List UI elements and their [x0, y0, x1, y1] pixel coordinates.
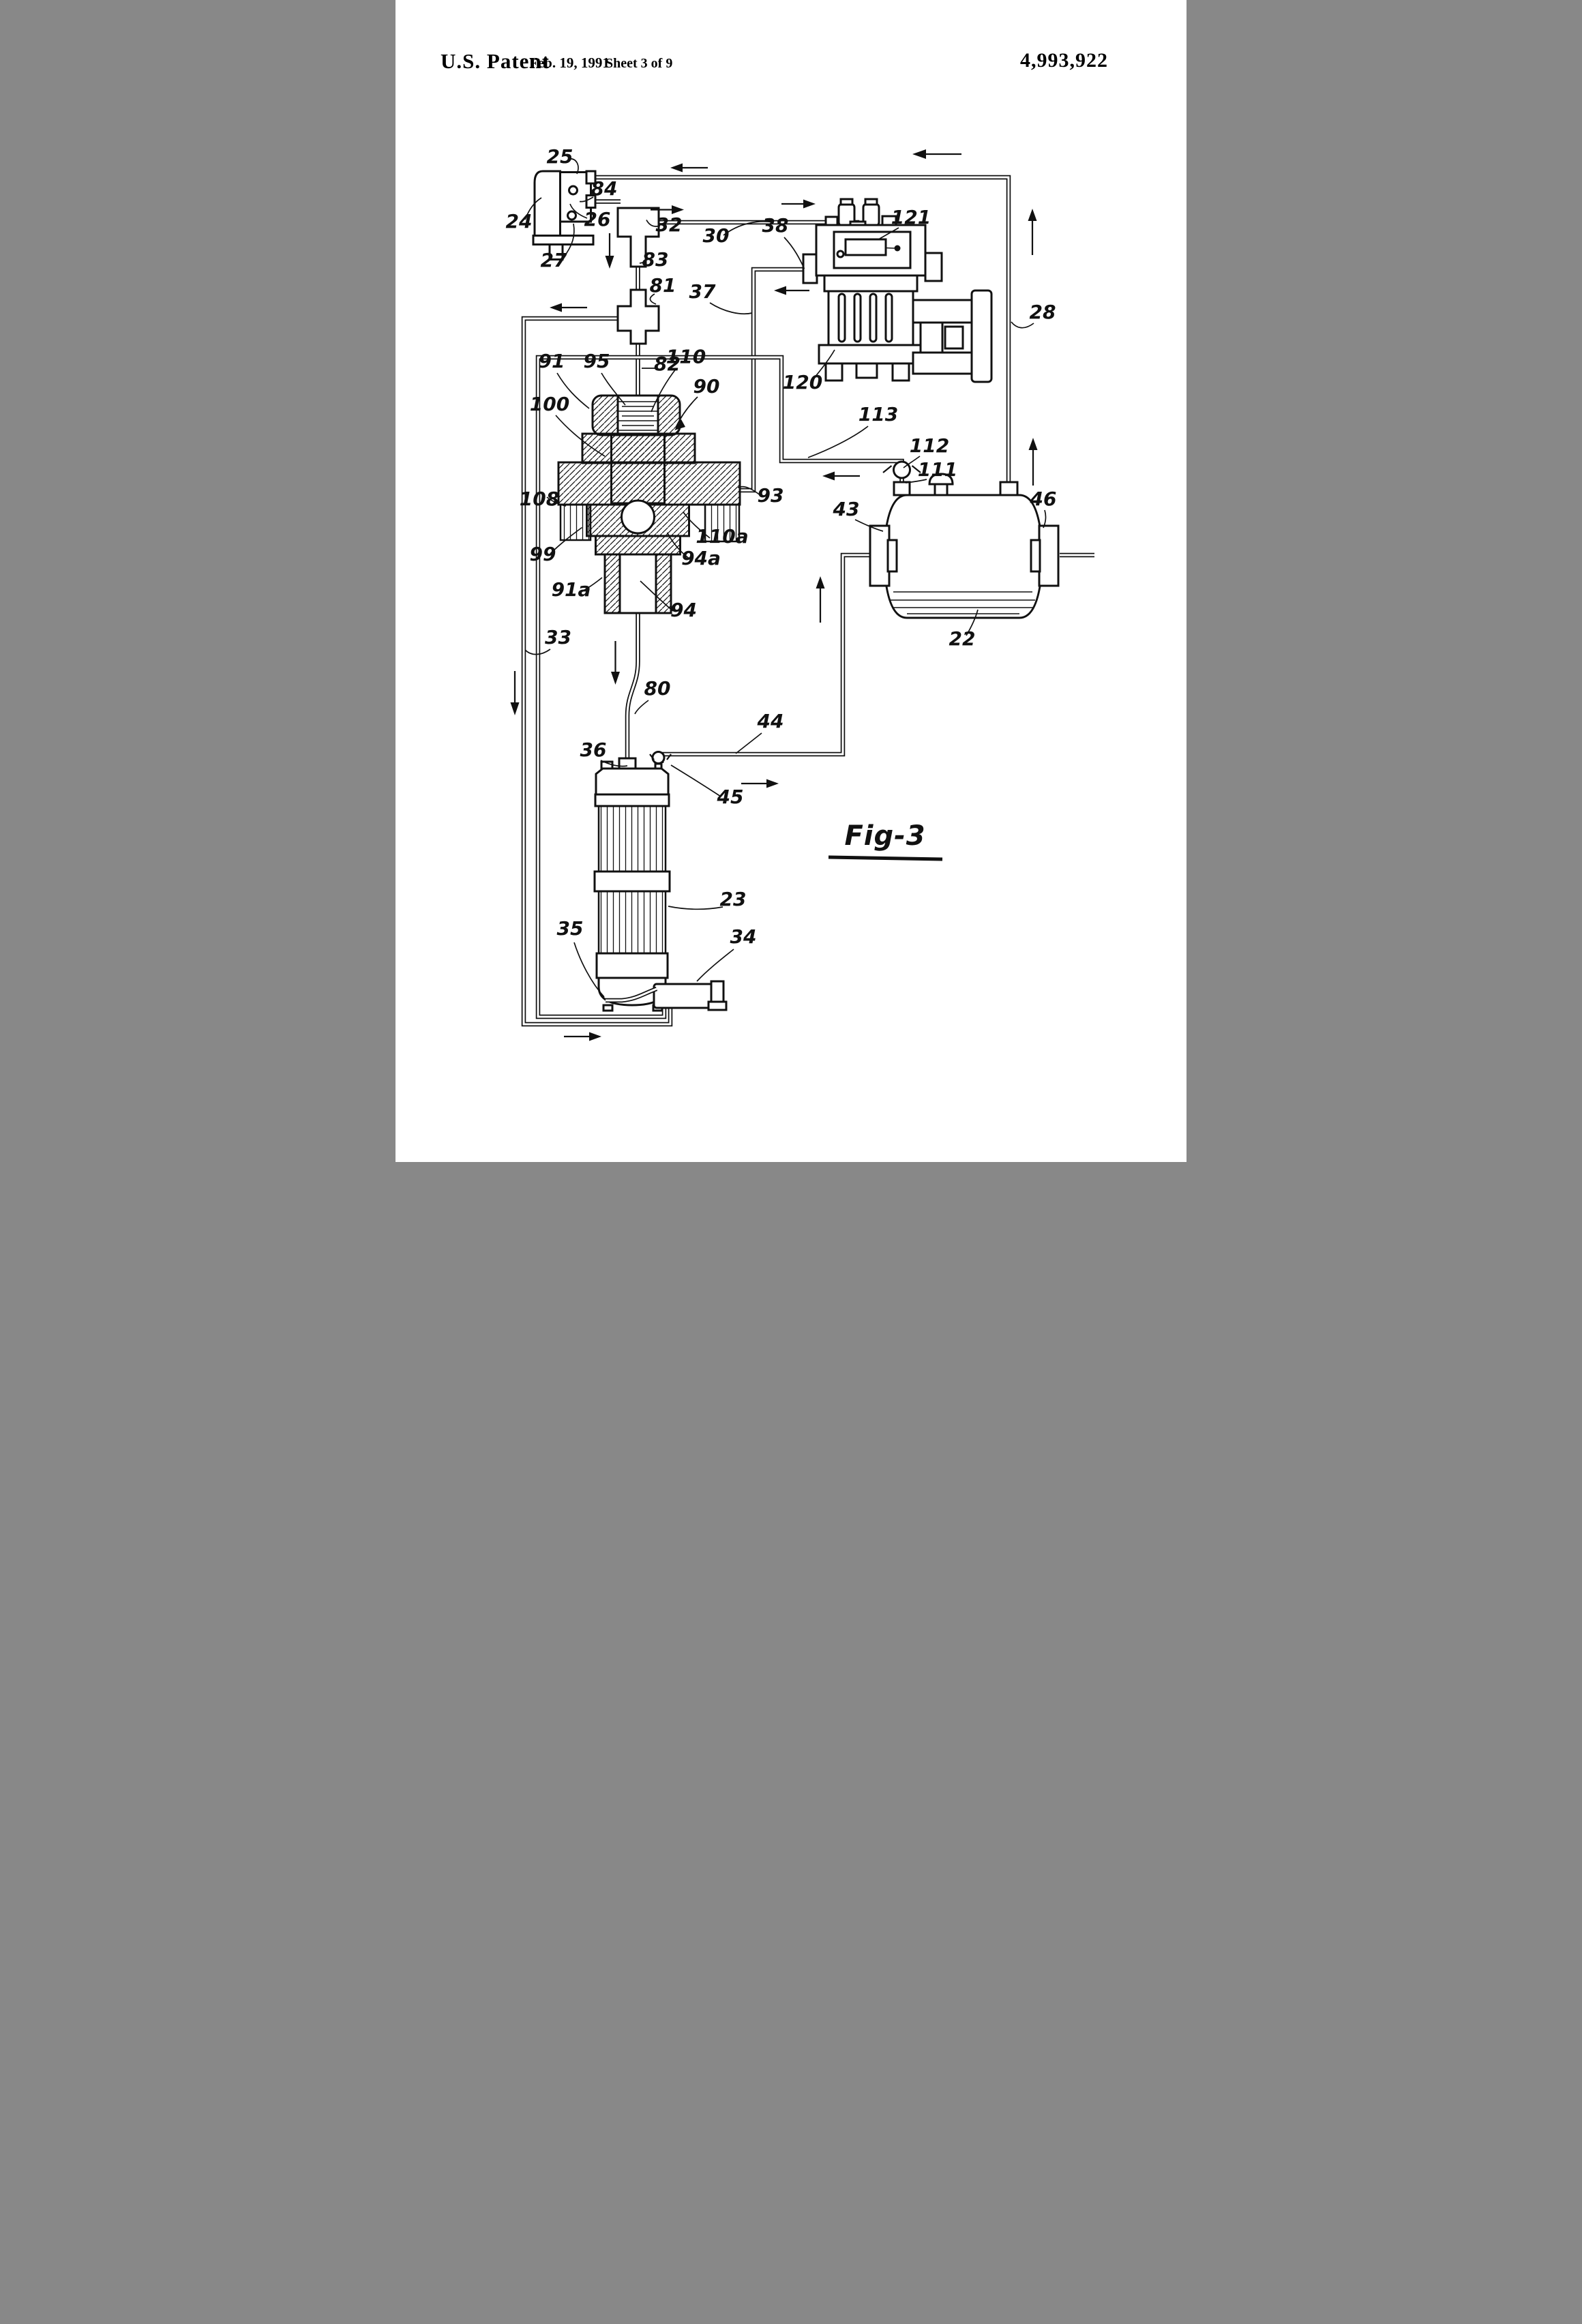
air-tank [869, 460, 1060, 619]
ref-labels: 25 84 24 26 27 32 30 83 81 37 38 121 120 28 82 91 95 110 9… [506, 145, 1057, 948]
ref-label-91: 91 [539, 350, 565, 372]
governor-port-25 [585, 170, 597, 185]
compressor [802, 198, 993, 383]
governor [532, 170, 597, 260]
ref-label-36: 36 [580, 739, 607, 761]
ref-label-24: 24 [506, 210, 533, 233]
ref-label-111: 111 [918, 458, 957, 481]
patent-number: 4,993,922 [1020, 49, 1108, 72]
ref-label-25: 25 [547, 145, 573, 168]
figure-caption: Fig-3 [844, 820, 925, 852]
patent-office-label: U.S. Patent [441, 49, 550, 73]
flow-arrows [510, 149, 1038, 1041]
arrow-left-pipe37 [774, 286, 809, 295]
arrow-up-pipe44 [816, 576, 825, 623]
leader-arrowhead-90 [674, 419, 685, 430]
ref-label-99: 99 [530, 543, 556, 565]
unloader-valve-assembly [557, 394, 741, 614]
arrow-right-pipe84 [651, 205, 684, 214]
dryer-top-cap [595, 767, 670, 796]
governor-port-26 [585, 194, 597, 209]
ref-label-82: 82 [654, 353, 681, 375]
pipe-28-tank-to-governor [567, 175, 1011, 482]
ref-label-93: 93 [758, 484, 784, 507]
arrow-down-pipe83 [605, 233, 614, 269]
pipe-113-tank-purge-line [535, 355, 904, 1019]
ref-label-90: 90 [693, 375, 720, 398]
leader-lines [524, 158, 1047, 998]
exhaust-tube-35 [606, 986, 658, 1003]
figure-caption-underline [828, 855, 943, 861]
valve-ball-94a [621, 499, 655, 535]
valve-spool-100 [610, 434, 666, 505]
ref-label-37: 37 [689, 280, 716, 303]
figure-drawing: 25 84 24 26 27 32 30 83 81 37 38 121 120 28 82 91 95 110 9… [506, 145, 1094, 1041]
pipe-37-compressor-discharge [740, 267, 805, 493]
arrow-up-pipe28-upper [1028, 209, 1037, 255]
arrow-down-pipe80 [611, 641, 620, 685]
ref-label-80: 80 [644, 677, 671, 700]
arrow-left-pipe33 [550, 303, 587, 312]
ref-label-26: 26 [584, 208, 611, 230]
ref-label-110: 110 [666, 346, 706, 368]
pipe-33-unloader-loop [521, 316, 673, 1027]
safety-valve [928, 473, 954, 486]
ref-label-43: 43 [833, 498, 860, 520]
ref-label-94a: 94a [681, 547, 721, 569]
pipe-80-valve-to-dryer [625, 612, 640, 759]
tee-fitting-81 [616, 288, 660, 345]
ref-label-108: 108 [520, 488, 559, 510]
drain-valve-34 [653, 980, 728, 1011]
arrow-right-pipe44 [741, 779, 779, 788]
ref-label-23: 23 [720, 888, 747, 910]
arrow-left-top-governor [670, 163, 708, 173]
sheet-number: Sheet 3 of 9 [606, 56, 673, 71]
ref-label-38: 38 [762, 214, 789, 237]
ref-label-83: 83 [642, 248, 669, 271]
arrow-right-pipe33-bottom [564, 1032, 601, 1041]
ref-label-44: 44 [757, 710, 784, 732]
arrow-left-pipe113 [822, 471, 860, 481]
ref-label-81: 81 [650, 274, 676, 297]
ref-label-91a: 91a [552, 578, 591, 601]
ref-label-28: 28 [1030, 301, 1056, 323]
arrow-down-pipe33 [510, 671, 520, 715]
tank-top-fitting-28 [999, 481, 1019, 496]
ref-label-84: 84 [591, 177, 618, 200]
ref-label-100: 100 [530, 393, 569, 415]
compressor-port-38 [802, 253, 818, 284]
ref-label-112: 112 [910, 434, 949, 457]
ref-label-35: 35 [557, 917, 584, 940]
ref-label-94: 94 [670, 599, 697, 621]
ref-label-30: 30 [703, 224, 730, 247]
ref-label-22: 22 [949, 627, 976, 650]
outlet-fitting-93 [704, 503, 741, 543]
ref-label-27: 27 [541, 249, 567, 271]
arrow-right-pipe30 [781, 199, 816, 209]
ref-label-33: 33 [545, 626, 571, 649]
shutoff-valve-112 [893, 460, 911, 479]
compressor-mount-plate [970, 289, 993, 383]
ref-label-45: 45 [717, 786, 744, 808]
tank-right-fitting-46 [1038, 524, 1060, 587]
ref-label-34: 34 [730, 925, 757, 948]
inlet-fitting-108 [559, 503, 592, 541]
ref-label-95: 95 [584, 350, 610, 372]
arrow-up-pipe28-lower [1028, 438, 1038, 486]
thread-lines [618, 401, 658, 431]
ref-label-32: 32 [656, 213, 683, 236]
sheet-header: U.S. Patent Feb. 19, 1991 Sheet 3 of 9 4… [395, 0, 1186, 89]
ref-label-121: 121 [891, 206, 931, 228]
dryer-band-clamp [593, 870, 671, 893]
ref-label-113: 113 [859, 403, 898, 426]
patent-sheet: U.S. Patent Feb. 19, 1991 Sheet 3 of 9 4… [395, 0, 1186, 1162]
tank-top-fitting-111 [893, 481, 911, 496]
arrow-left-top-right [912, 149, 961, 159]
air-dryer [593, 751, 728, 1012]
patent-date: Feb. 19, 1991 [529, 55, 610, 71]
tank-left-fitting-43 [869, 524, 891, 587]
ref-label-120: 120 [783, 371, 822, 393]
ref-label-46: 46 [1030, 488, 1057, 510]
ref-label-110a: 110a [696, 525, 748, 548]
